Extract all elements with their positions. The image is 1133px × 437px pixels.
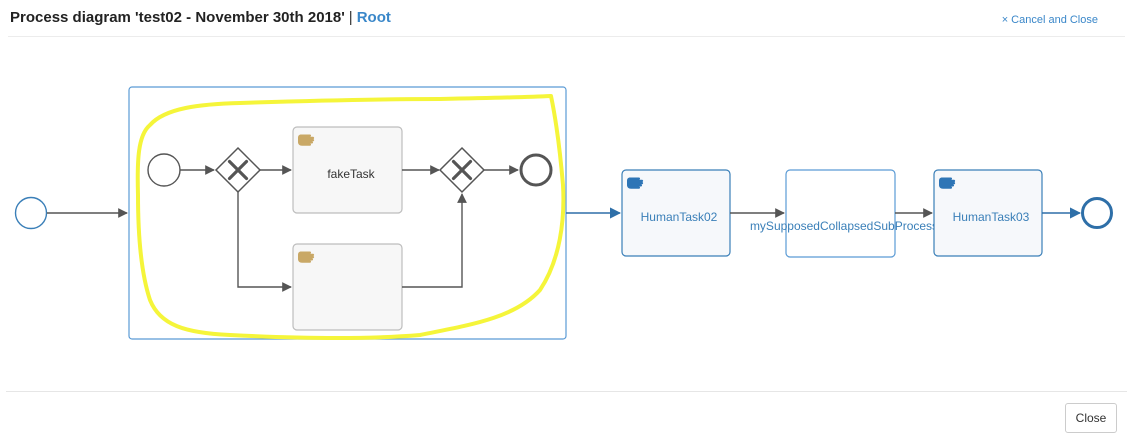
process-diagram: fakeTask HumanTask02 mySupposedCollapsed… [14,86,1113,341]
subprocess-end-event[interactable] [519,153,553,187]
task-humantask03[interactable]: HumanTask03 [933,169,1043,257]
close-button[interactable]: Close [1065,403,1117,433]
task-unnamed[interactable] [292,243,403,331]
header-divider [8,36,1125,37]
exclusive-gateway-x-icon [451,159,473,181]
dialog-header: Process diagram 'test02 - November 30th … [0,0,1133,36]
end-event[interactable] [1081,197,1113,229]
flow-unnamed-to-join [402,193,467,288]
subprocess-start-event[interactable] [147,153,181,187]
dialog-title-row: Process diagram 'test02 - November 30th … [10,9,391,26]
task-faketask-label: fakeTask [327,167,375,181]
task-faketask[interactable]: fakeTask [292,126,403,214]
collapsed-subprocess-label: mySupposedCollapsedSubProcess [750,219,938,233]
root-link[interactable]: Root [356,9,391,26]
exclusive-gateway-x-icon [227,159,249,181]
cancel-and-close-link[interactable]: ×Cancel and Close [1002,14,1098,26]
dialog-title: Process diagram 'test02 - November 30th … [10,9,345,26]
cancel-and-close-label: Cancel and Close [1011,14,1098,26]
task-collapsed-subprocess[interactable]: mySupposedCollapsedSubProcess [750,169,938,258]
title-separator: | [348,9,353,26]
start-event[interactable] [14,196,48,230]
footer-divider [6,391,1127,392]
flow-gateway-to-unnamed-task [237,192,292,292]
task-humantask02-label: HumanTask02 [641,210,718,224]
exclusive-gateway-join[interactable] [438,146,486,194]
task-humantask02[interactable]: HumanTask02 [621,169,731,257]
task-humantask03-label: HumanTask03 [953,210,1030,224]
close-icon: × [1001,14,1009,26]
yellow-highlight-annotation [135,94,566,341]
